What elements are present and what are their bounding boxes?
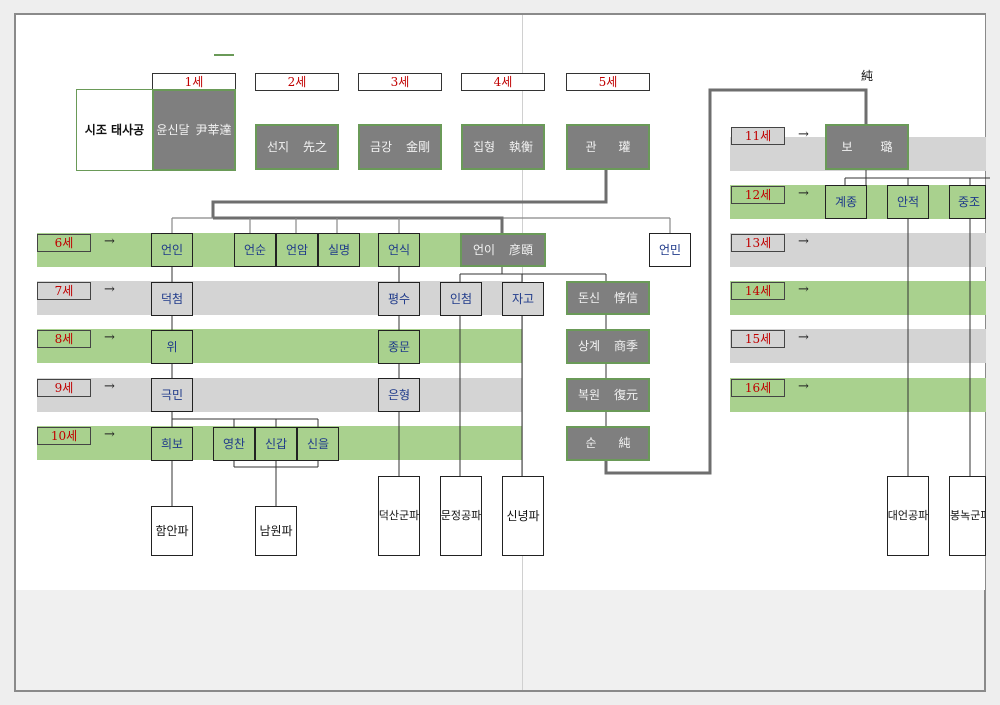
node-sun[interactable]: 순 純 [566, 426, 650, 461]
node-eoni[interactable]: 언이 彦頤 [460, 233, 546, 267]
gen1-korean: 윤신달 [156, 122, 190, 137]
eoni-hanja: 彦頤 [509, 242, 534, 257]
node-jongmun[interactable]: 종문 [378, 330, 420, 364]
node-silmyeong[interactable]: 실명 [318, 233, 360, 267]
bo-hanja: 璐 [880, 139, 893, 154]
node-geukmin[interactable]: 극민 [151, 378, 193, 412]
header-gen4: 4세 [461, 73, 545, 91]
bokwon-korean: 복원 [577, 387, 601, 402]
node-gyejong[interactable]: 계종 [825, 185, 867, 219]
gen4-node[interactable]: 집형 執衡 [461, 124, 545, 170]
gen-label-16: 16세 [731, 379, 785, 397]
sun-to-bo-line [604, 88, 868, 475]
founder-box: 시조 태사공 [76, 89, 153, 171]
node-pyeongsu[interactable]: 평수 [378, 282, 420, 316]
arrow-16: → [798, 379, 809, 394]
node-eonsik[interactable]: 언식 [378, 233, 420, 267]
gen5-korean: 관 [585, 139, 597, 154]
founder-label: 시조 태사공 [84, 122, 145, 137]
arrow-9: → [104, 379, 115, 394]
node-sanggye[interactable]: 상계 商季 [566, 329, 650, 364]
node-deokcheom[interactable]: 덕첨 [151, 282, 193, 316]
gen5-node[interactable]: 관 瓘 [566, 124, 650, 170]
gen2-hanja: 先之 [303, 139, 328, 154]
gen-label-15: 15세 [731, 330, 785, 348]
bokwon-hanja: 復元 [614, 387, 639, 402]
band-gen9 [37, 378, 522, 412]
gen4-korean: 집형 [472, 139, 496, 154]
branch-munjeonggong[interactable]: 문정공파 [440, 476, 482, 556]
gen-label-9: 9세 [37, 379, 91, 397]
arrow-11: → [798, 127, 809, 142]
arrow-10: → [104, 427, 115, 442]
donsin-hanja: 惇信 [614, 290, 639, 305]
eoni-korean: 언이 [472, 242, 496, 257]
arrow-15: → [798, 330, 809, 345]
gen2-korean: 선지 [266, 139, 290, 154]
arrow-7: → [104, 282, 115, 297]
node-eonam[interactable]: 언암 [276, 233, 318, 267]
branch-daeeongong[interactable]: 대언공파 [887, 476, 929, 556]
node-eonin[interactable]: 언인 [151, 233, 193, 267]
node-yeongchan[interactable]: 영찬 [213, 427, 255, 461]
node-eunhyeong[interactable]: 은형 [378, 378, 420, 412]
node-incheom[interactable]: 인첨 [440, 282, 482, 316]
node-bokwon[interactable]: 복원 復元 [566, 378, 650, 412]
arrow-12: → [798, 186, 809, 201]
sanggye-korean: 상계 [577, 339, 601, 354]
gen-label-7: 7세 [37, 282, 91, 300]
gen3-node[interactable]: 금강 金剛 [358, 124, 442, 170]
branch-haman[interactable]: 함안파 [151, 506, 193, 556]
branch-deoksangun[interactable]: 덕산군파 [378, 476, 420, 556]
sun-korean: 순 [585, 436, 597, 451]
node-singap[interactable]: 신갑 [255, 427, 297, 461]
donsin-korean: 돈신 [577, 290, 601, 305]
gen3-korean: 금강 [369, 139, 393, 154]
sun-hanja: 純 [618, 436, 631, 451]
node-wi[interactable]: 위 [151, 330, 193, 364]
arrow-14: → [798, 282, 809, 297]
node-eonsun[interactable]: 언순 [234, 233, 276, 267]
node-jago[interactable]: 자고 [502, 282, 544, 316]
node-anjeok[interactable]: 안적 [887, 185, 929, 219]
header-gen2: 2세 [255, 73, 339, 91]
gen2-node[interactable]: 선지 先之 [255, 124, 339, 170]
main-line-eoni [213, 216, 504, 233]
gen-label-8: 8세 [37, 330, 91, 348]
gen4-hanja: 執衡 [509, 139, 534, 154]
node-eonmin[interactable]: 언민 [649, 233, 691, 267]
branch-namwon[interactable]: 남원파 [255, 506, 297, 556]
bo-korean: 보 [841, 139, 853, 154]
gen3-hanja: 金剛 [406, 139, 431, 154]
branch-sinnyeong[interactable]: 신녕파 [502, 476, 544, 556]
gen-label-6: 6세 [37, 234, 91, 252]
gen-label-11: 11세 [731, 127, 785, 145]
gen1-node[interactable]: 윤신달 尹莘達 [152, 89, 236, 171]
node-sineul[interactable]: 신을 [297, 427, 339, 461]
node-donsin[interactable]: 돈신 惇信 [566, 281, 650, 315]
gen5-drop-line [211, 170, 608, 218]
gen5-hanja: 瓘 [618, 139, 631, 154]
header-gen5: 5세 [566, 73, 650, 91]
top-hanja-label: 純 [861, 69, 874, 83]
gen-label-12: 12세 [731, 186, 785, 204]
header-gen3: 3세 [358, 73, 442, 91]
node-bo[interactable]: 보 璐 [825, 124, 909, 170]
node-heebo[interactable]: 희보 [151, 427, 193, 461]
gen-label-14: 14세 [731, 282, 785, 300]
gen1-hanja: 尹莘達 [195, 122, 232, 137]
arrow-13: → [798, 234, 809, 249]
gen-label-13: 13세 [731, 234, 785, 252]
branch-bongnokgun[interactable]: 봉녹군파 [949, 476, 986, 556]
sanggye-hanja: 商季 [614, 339, 639, 354]
arrow-8: → [104, 330, 115, 345]
band-gen8 [37, 329, 522, 363]
gen-label-10: 10세 [37, 427, 91, 445]
arrow-6: → [104, 234, 115, 249]
node-jungjo[interactable]: 중조 [949, 185, 986, 219]
